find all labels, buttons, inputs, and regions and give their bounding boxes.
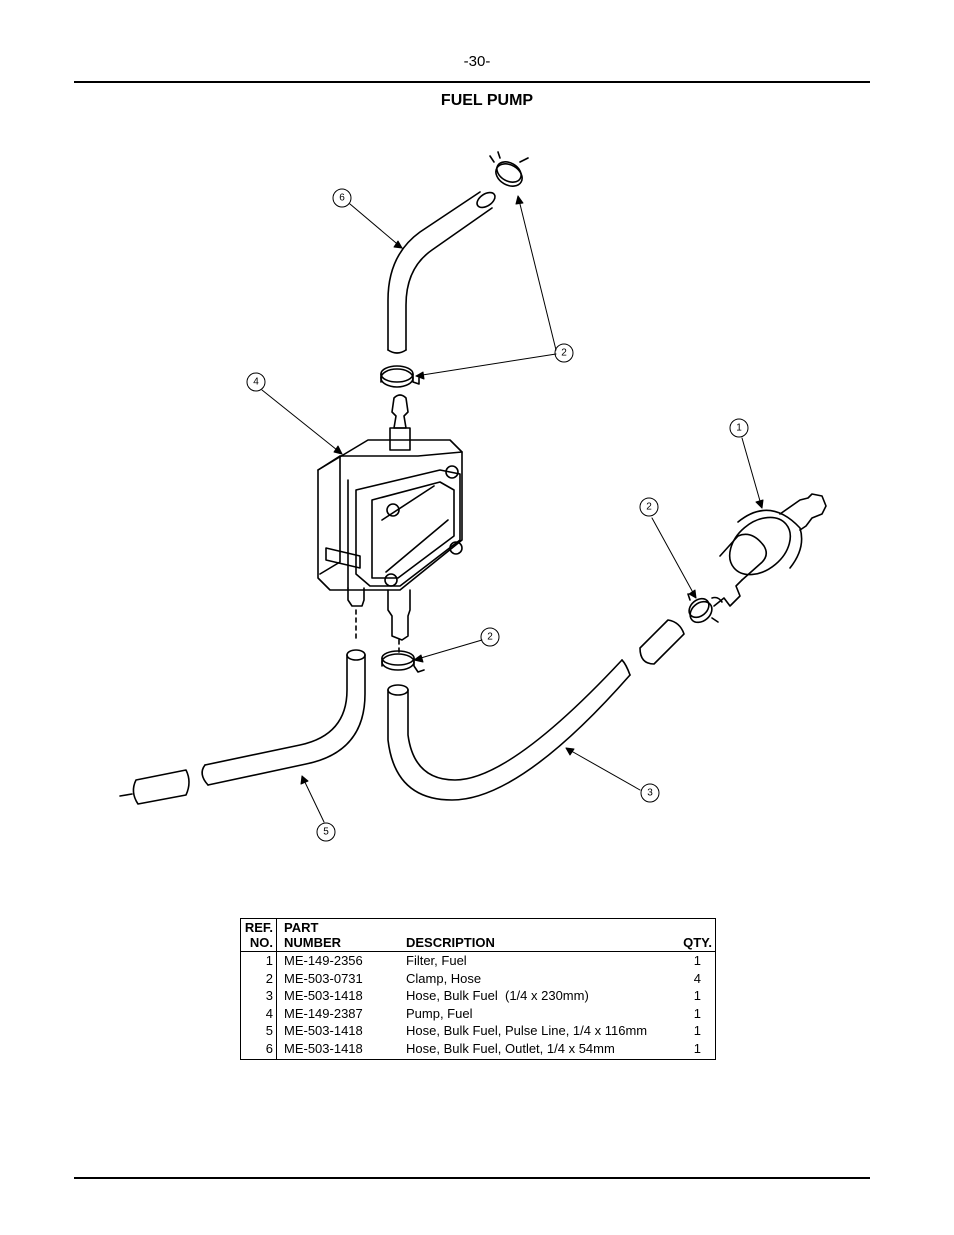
row-part-number: ME-149-2356	[284, 953, 363, 968]
top-rule	[74, 81, 870, 83]
row-ref: 6	[240, 1039, 277, 1060]
row-part-number: ME-503-1418	[284, 988, 363, 1003]
callout-4-label: 4	[253, 377, 259, 388]
row-ref: 3	[240, 987, 277, 1005]
row-description: Hose, Bulk Fuel, Outlet, 1/4 x 54mm	[406, 1040, 615, 1056]
header-ref-no: REF. NO.	[240, 918, 277, 952]
callout-1-label: 1	[736, 423, 742, 434]
callout-3-circle	[640, 783, 660, 803]
outlet-nipple-drawing	[389, 394, 411, 451]
table-row: 6 ME-503-1418 Hose, Bulk Fuel, Outlet, 1…	[240, 1039, 716, 1060]
row-ref: 4	[240, 1004, 277, 1022]
callout-2c-label: 2	[487, 632, 493, 643]
table-row: 4 ME-149-2387 Pump, Fuel 1	[240, 1004, 716, 1022]
callout-6-label: 6	[339, 193, 345, 204]
callout-5-circle	[316, 822, 336, 842]
callout-4-circle	[246, 372, 266, 392]
row-part-number: ME-503-1418	[284, 1023, 363, 1038]
row-qty: 1	[693, 1023, 701, 1038]
callout-2a-label: 2	[561, 348, 567, 359]
header-qty: QTY.	[663, 918, 716, 952]
row-ref: 5	[240, 1022, 277, 1040]
row-part-number: ME-503-1418	[284, 1040, 363, 1056]
callout-2b-circle	[639, 497, 659, 517]
row-description: Filter, Fuel	[406, 953, 467, 968]
hose-6-drawing	[387, 191, 496, 354]
table-row: 3 ME-503-1418 Hose, Bulk Fuel (1/4 x 230…	[240, 987, 716, 1005]
row-part-number: ME-149-2387	[284, 1005, 363, 1021]
table-row: 1 ME-149-2356 Filter, Fuel 1	[240, 951, 716, 970]
page-number: -30-	[463, 53, 491, 70]
row-description: Hose, Bulk Fuel, Pulse Line, 1/4 x 116mm	[406, 1023, 648, 1038]
row-description: Clamp, Hose	[406, 970, 482, 986]
row-part-number: ME-503-0731	[284, 970, 363, 986]
clamp-outlet-drawing	[380, 365, 420, 388]
callout-2a-circle	[554, 343, 574, 363]
row-qty: 1	[693, 1040, 701, 1056]
callout-3-label: 3	[647, 788, 653, 799]
callout-1-circle	[729, 418, 749, 438]
parts-table-header: REF. NO. PART NUMBER DESCRIPTION QTY.	[240, 918, 716, 952]
table-row: 5 ME-503-1418 Hose, Bulk Fuel, Pulse Lin…	[240, 1022, 716, 1040]
header-description: DESCRIPTION	[404, 918, 663, 952]
row-ref: 1	[240, 951, 277, 970]
hose-5-drawing	[119, 649, 366, 805]
fuel-pump-diagram: 6 2 4 1 2 2 3 5	[119, 151, 827, 842]
row-qty: 4	[693, 970, 701, 986]
page-title: FUEL PUMP	[440, 92, 534, 109]
row-qty: 1	[693, 953, 701, 968]
row-description: Hose, Bulk Fuel (1/4 x 230mm)	[406, 988, 589, 1003]
callout-5-label: 5	[323, 827, 329, 838]
parts-table: REF. NO. PART NUMBER DESCRIPTION QTY. 1 …	[240, 918, 716, 1060]
row-qty: 1	[693, 1005, 701, 1021]
clamp-top-drawing	[489, 151, 529, 187]
header-part-number: PART NUMBER	[276, 918, 404, 952]
callout-2c-circle	[480, 627, 500, 647]
callout-2b-label: 2	[646, 502, 652, 513]
clamp-lower-drawing	[381, 650, 425, 673]
table-row: 2 ME-503-0731 Clamp, Hose 4	[240, 969, 716, 987]
fuel-filter-drawing	[711, 493, 827, 607]
hose-3-drawing	[387, 619, 685, 801]
row-qty: 1	[693, 988, 701, 1003]
clamp-right-drawing	[687, 593, 719, 624]
callout-6-circle	[332, 188, 352, 208]
fuel-pump-body-drawing	[317, 439, 463, 591]
row-description: Pump, Fuel	[406, 1005, 473, 1021]
leader-lines	[261, 195, 764, 823]
callout-circles	[246, 188, 749, 842]
row-ref: 2	[240, 969, 277, 987]
lower-nipples-drawing	[347, 587, 411, 653]
bottom-rule	[74, 1177, 870, 1179]
